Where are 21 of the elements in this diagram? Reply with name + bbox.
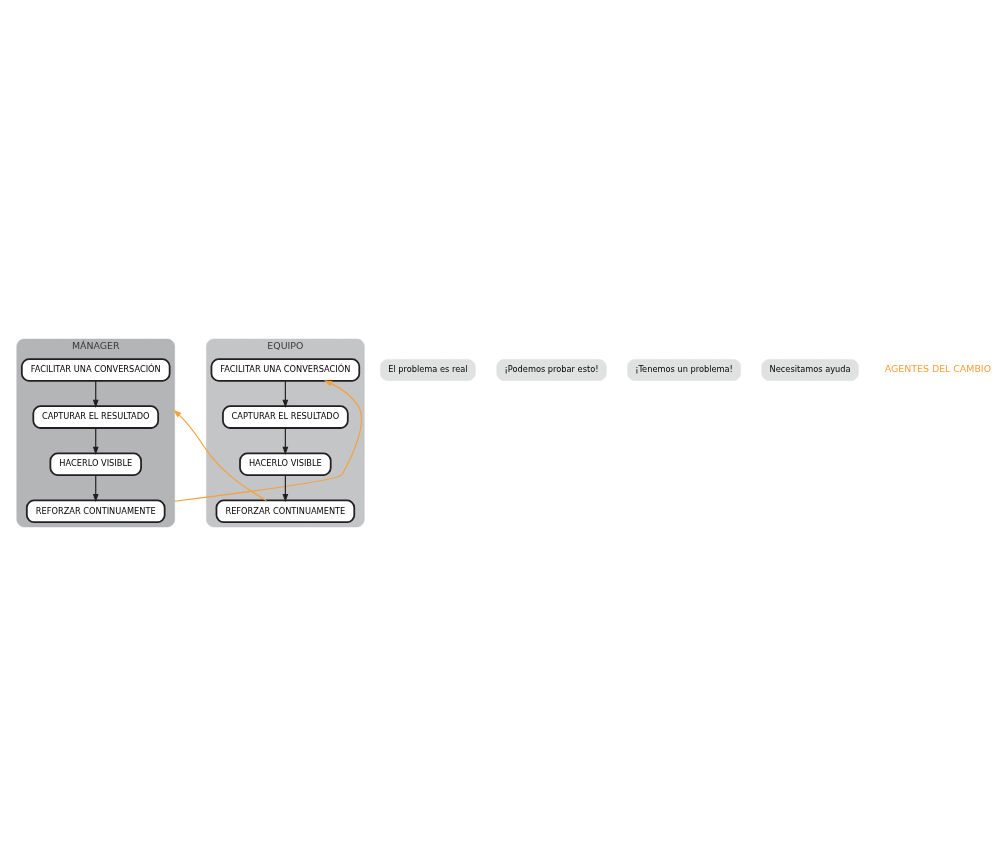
arrow: [282, 380, 289, 408]
node-box: FACILITAR UNA CONVERSACIÓN: [210, 358, 361, 382]
node-box: ¡Tenemos un problema!: [627, 359, 741, 381]
arrow: [282, 474, 289, 503]
label: AGENTES DEL CAMBIO: [884, 363, 992, 375]
node-box: El problema es real: [380, 359, 476, 381]
arrow: [173, 409, 267, 501]
node-box: REFORZAR CONTINUAMENTE: [25, 499, 166, 524]
node-box: Necesitamos ayuda: [761, 359, 859, 381]
node-box: HACERLO VISIBLE: [49, 452, 142, 476]
node-box: ¡Podemos probar esto!: [496, 359, 607, 381]
arrow: [92, 474, 99, 503]
arrow: [92, 427, 99, 456]
node-box: HACERLO VISIBLE: [239, 452, 332, 476]
arrow: [282, 427, 289, 456]
arrow: [92, 380, 99, 408]
arrow: [174, 380, 363, 502]
node-box: CAPTURAR EL RESULTADO: [222, 405, 349, 429]
node-box: CAPTURAR EL RESULTADO: [32, 405, 160, 429]
node-box: FACILITAR UNA CONVERSACIÓN: [20, 358, 171, 382]
node-box: REFORZAR CONTINUAMENTE: [215, 499, 356, 524]
